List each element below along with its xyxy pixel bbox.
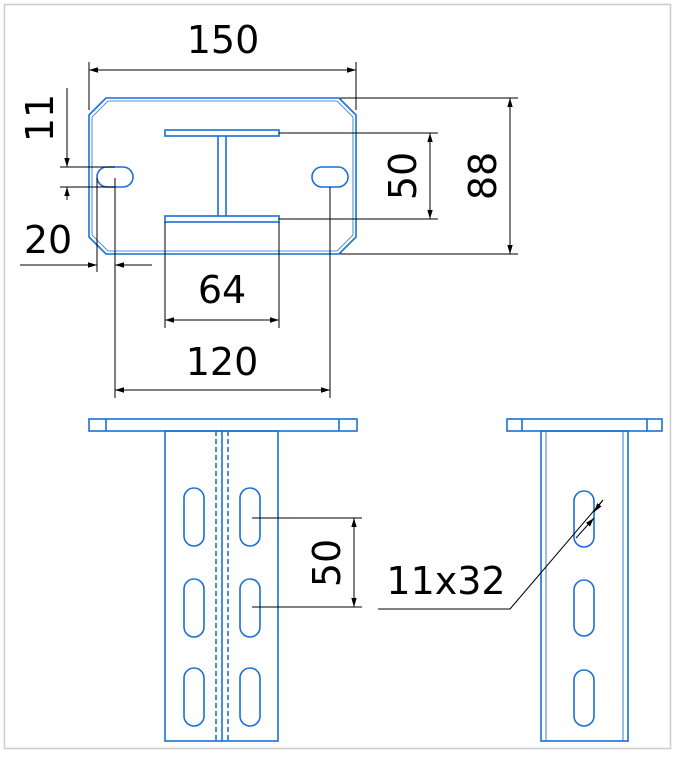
front-slot (183, 667, 205, 727)
side-slot (573, 490, 595, 548)
front-plate (88, 418, 358, 432)
top-flange (164, 129, 280, 137)
dim-flange-spacing: 50 (381, 152, 425, 200)
bottom-flange (164, 215, 280, 223)
dim-plate-height: 88 (461, 152, 505, 200)
front-slot (239, 667, 261, 727)
side-column (540, 430, 629, 742)
front-slot (183, 487, 205, 547)
dim-flange-width: 64 (198, 268, 246, 312)
dim-slot-offset: 20 (24, 218, 72, 262)
dim-plate-width: 150 (187, 18, 260, 62)
front-slot (183, 578, 205, 638)
dim-slot-spacing: 120 (186, 340, 259, 384)
dim-slot-height: 11 (18, 94, 62, 142)
base-plate-inner-edge (91, 100, 354, 252)
top-view-dimensions (20, 62, 518, 398)
side-plate (506, 418, 663, 432)
dim-hole-pitch: 50 (305, 539, 349, 587)
front-view-dimensions (252, 517, 362, 608)
front-slot (239, 578, 261, 638)
front-view (88, 418, 358, 742)
mounting-slot-right (311, 166, 349, 188)
front-slot (239, 487, 261, 547)
drawing-frame (3, 3, 672, 750)
side-slot (573, 669, 595, 727)
hole-size-leader (378, 499, 604, 610)
base-plate-outline (88, 97, 357, 255)
top-view (88, 97, 357, 255)
dim-hole-size: 11x32 (386, 559, 505, 603)
side-slot (573, 579, 595, 637)
side-view (506, 418, 663, 742)
